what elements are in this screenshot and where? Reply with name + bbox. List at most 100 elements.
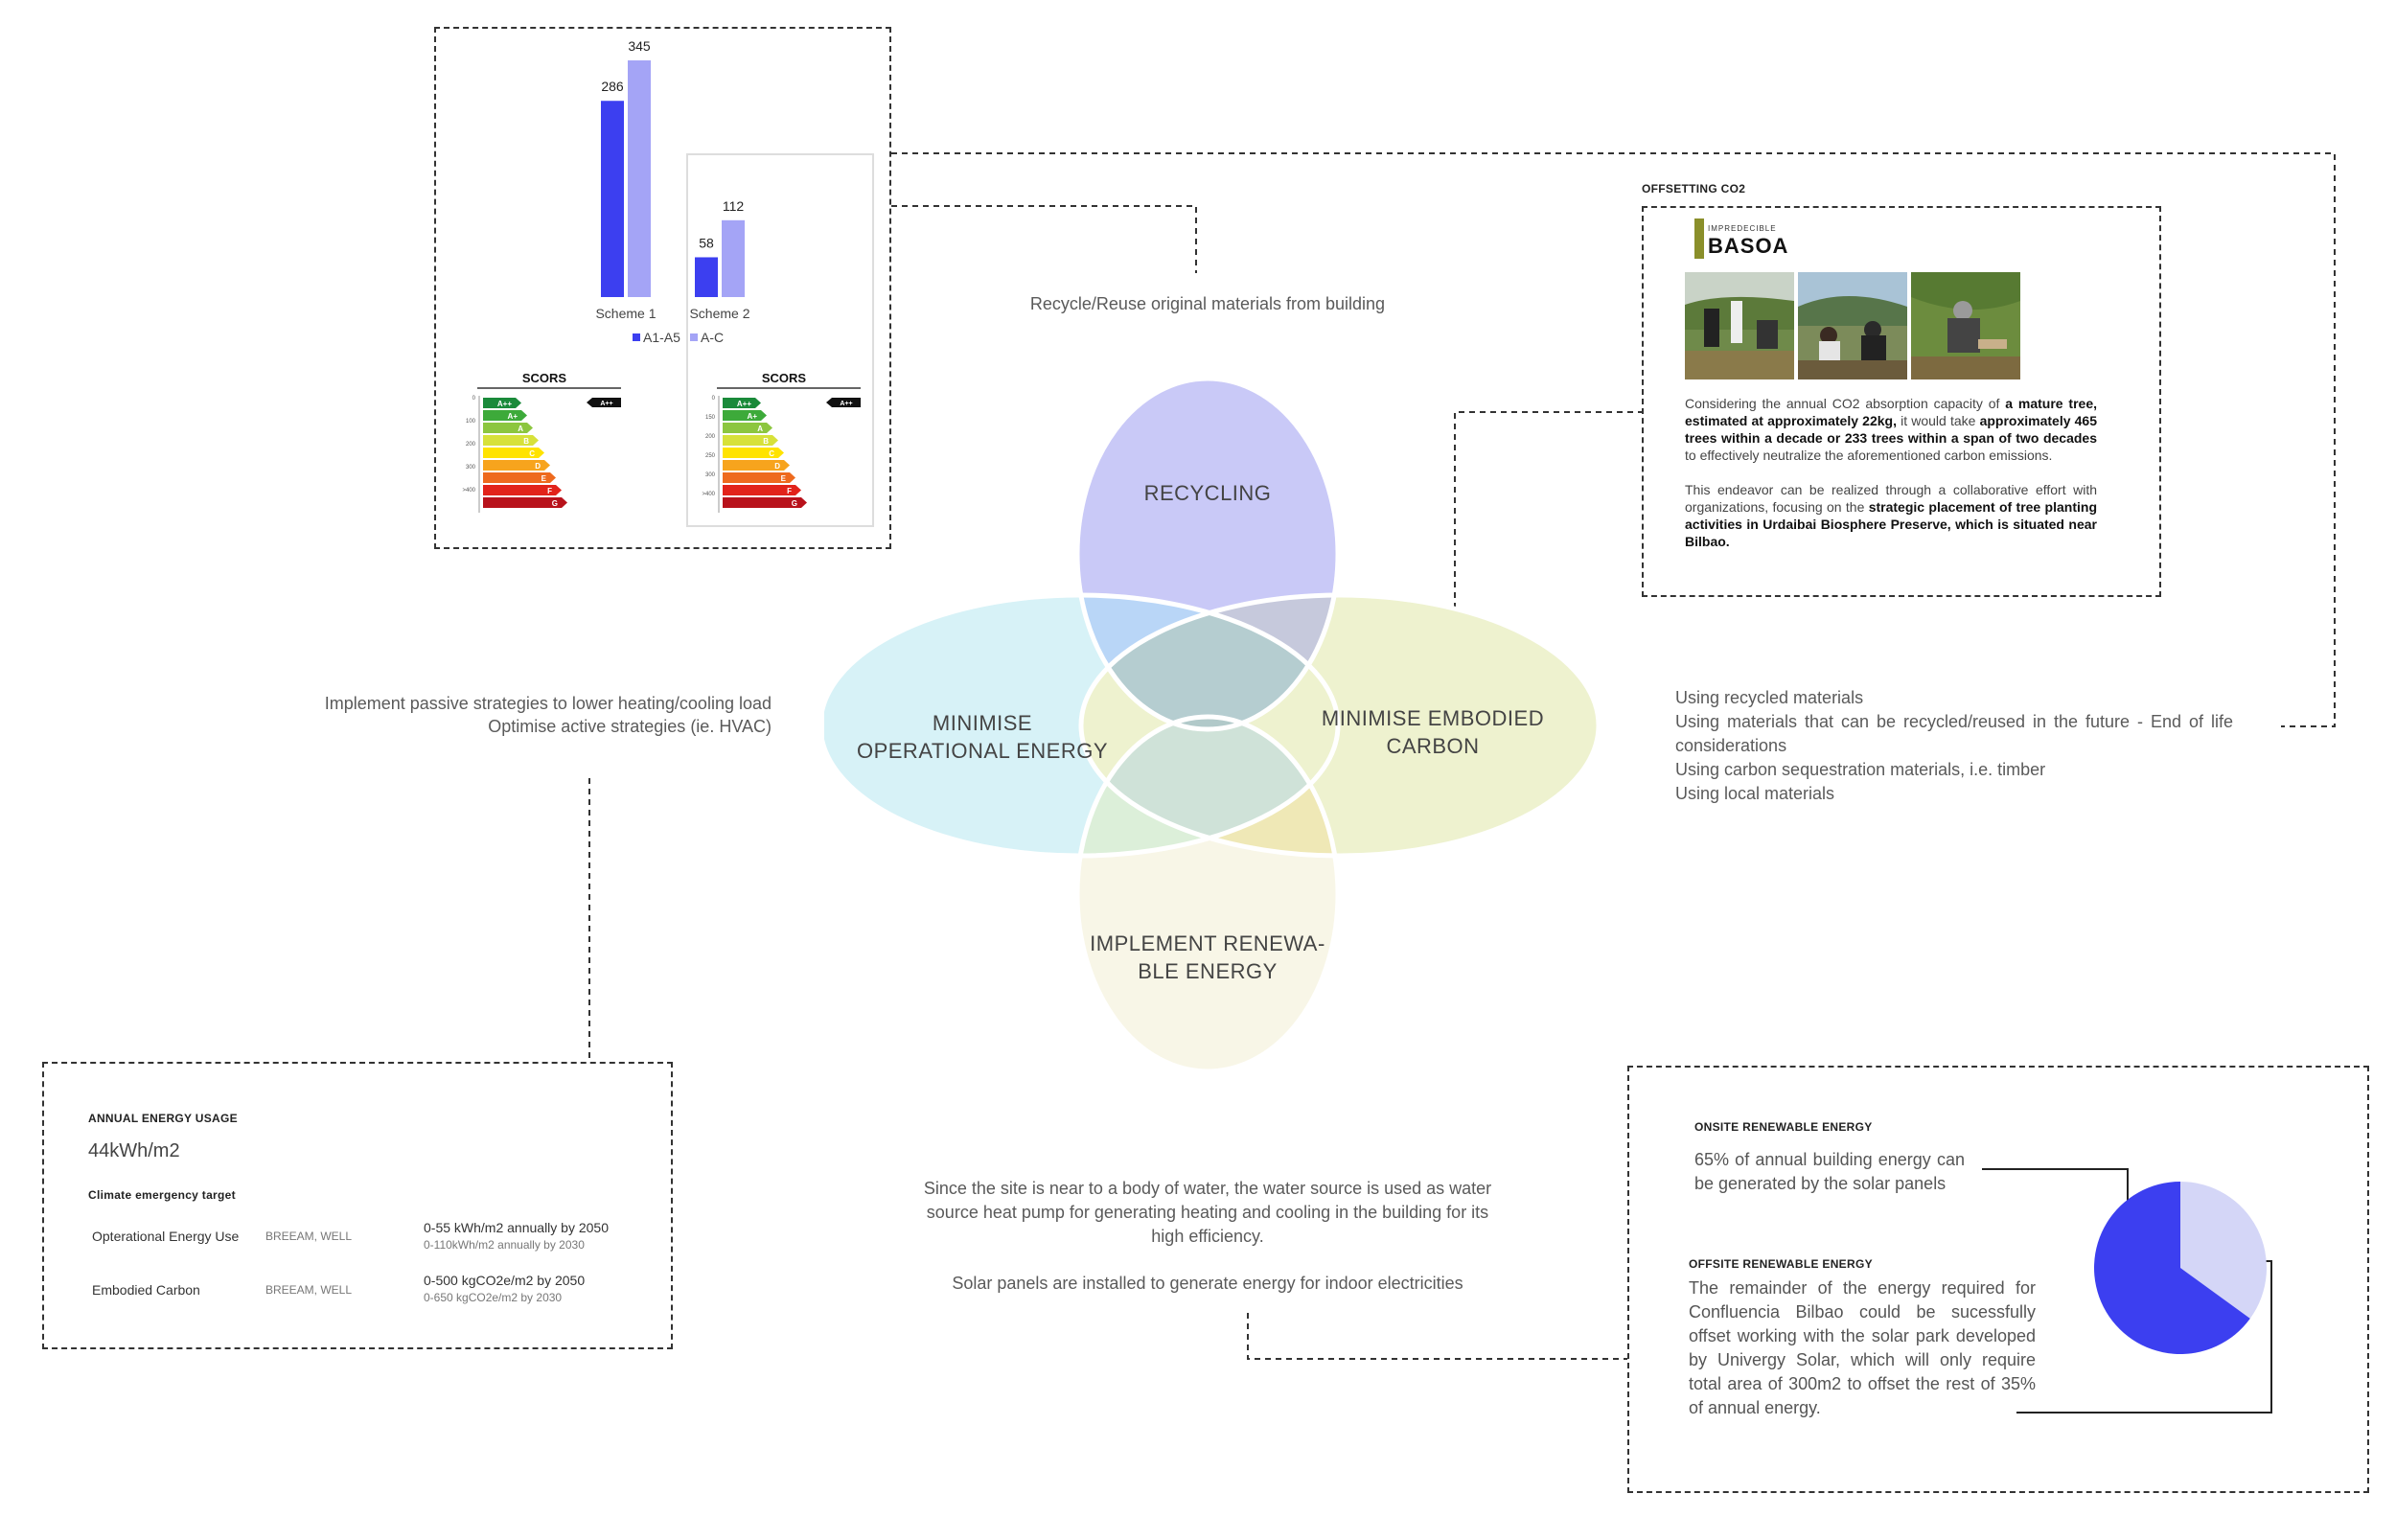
grade-bar-aplus: [483, 410, 527, 421]
note-embodied-line-3: Using carbon sequestration materials, i.…: [1675, 760, 2046, 779]
rating-tick-label: 0: [712, 396, 716, 402]
offset-p2-a: This endeavor can be realized through a …: [1685, 482, 2097, 515]
legend-label: A-C: [701, 330, 724, 345]
grade-bar-d: [483, 460, 550, 471]
grade-label: B: [763, 437, 769, 446]
grade-bar-f: [483, 485, 562, 495]
grade-label: B: [523, 437, 529, 446]
energy-row-2-2050: 0-500 kgCO2e/m2 by 2050: [424, 1273, 586, 1288]
rating-badge: [826, 398, 861, 407]
bar-value-label: 58: [699, 235, 714, 250]
renewable-pie-chart: [2094, 1182, 2267, 1354]
grade-bar-f: [723, 485, 801, 495]
offset-p2-b: strategic placement of tree planting act…: [1685, 499, 2097, 549]
rating-tick-label: 250: [705, 453, 716, 459]
legend-swatch-a-c: [690, 333, 698, 341]
note-renewable-line-1: Since the site is near to a body of wate…: [923, 1179, 1492, 1246]
grade-label: A+: [748, 412, 758, 421]
grade-bar-c: [483, 448, 544, 458]
grade-bar-a: [483, 423, 533, 433]
grade-bar-e: [723, 472, 795, 483]
category-label: Scheme 1: [595, 306, 656, 321]
grade-bar-aplus: [723, 410, 767, 421]
basoa-logo: IMPREDECIBLE BASOA: [1694, 218, 1809, 263]
embodied-carbon-chart-box: [434, 27, 891, 549]
note-embodied-line-2: Using materials that can be recycled/reu…: [1675, 712, 2233, 755]
venn-label-renewable: IMPLEMENT RENEWA- BLE ENERGY: [1090, 931, 1325, 983]
note-renewable: Since the site is near to a body of wate…: [920, 1177, 1495, 1296]
grade-bar-g: [483, 497, 567, 508]
grade-bar-a: [723, 423, 772, 433]
energy-value: 44kWh/m2: [88, 1140, 180, 1161]
grade-label: A: [518, 425, 523, 433]
leader-bottom: [1247, 1313, 1627, 1360]
energy-row-2-2030: 0-650 kgCO2e/m2 by 2030: [424, 1291, 563, 1304]
rating-badge: [587, 398, 621, 407]
grade-bar-c: [723, 448, 784, 458]
rating-tick-label: >400: [462, 488, 475, 494]
grade-label: A++: [497, 400, 512, 408]
grade-label: A+: [508, 412, 518, 421]
offsite-text: The remainder of the energy required for…: [1689, 1278, 2036, 1417]
grade-label: A++: [737, 400, 751, 408]
venn-label-embodied: MINIMISE EMBODIED CARBON: [1321, 706, 1545, 758]
note-embodied-line-4: Using local materials: [1675, 784, 1835, 803]
pie-slice-offsite: [2180, 1182, 2267, 1319]
energy-box: [42, 1062, 673, 1349]
rating-tick-label: 200: [466, 442, 476, 448]
grade-label: C: [769, 449, 774, 458]
rating-tick-label: 200: [705, 434, 716, 440]
rating-tick-label: 100: [466, 419, 476, 425]
venn-outline-embodied: [1078, 592, 1601, 859]
bar-scheme-2-a1-a5: [695, 257, 718, 297]
onsite-text: 65% of annual building energy can be gen…: [1694, 1150, 1965, 1193]
venn-label-recycling: RECYCLING: [1143, 481, 1272, 505]
rating-tick-label: 150: [705, 415, 716, 421]
note-recycle: Recycle/Reuse original materials from bu…: [1029, 294, 1386, 313]
grade-bar-d: [723, 460, 790, 471]
grade-label: F: [547, 487, 552, 495]
offset-p1-e: to effectively neutralize the aforementi…: [1685, 448, 2053, 463]
energy-heading: ANNUAL ENERGY USAGE: [88, 1112, 238, 1125]
rating-title: SCORS: [762, 371, 807, 385]
offset-paragraph-1: Considering the annual CO2 absorption ca…: [1685, 395, 2097, 464]
grade-label: E: [541, 474, 547, 483]
bar-value-label: 112: [723, 198, 745, 214]
grade-label: A: [757, 425, 763, 433]
leader-right-long: [891, 152, 2336, 727]
venn-center-bottom: [1081, 717, 1338, 856]
energy-row-1-standard: BREEAM, WELL: [265, 1230, 353, 1243]
grade-bar-b: [483, 435, 539, 446]
energy-row-2-standard: BREEAM, WELL: [265, 1283, 353, 1297]
basoa-logo-main: BASOA: [1708, 234, 1789, 258]
bar-value-label: 345: [628, 38, 651, 54]
leader-top: [891, 205, 1197, 273]
note-renewable-line-2: Solar panels are installed to generate e…: [952, 1274, 1463, 1293]
venn-label-operational: MINIMISE OPERATIONAL ENERGY: [856, 711, 1109, 763]
legend-swatch-a1-a5: [633, 333, 640, 341]
bar-scheme-1-a-c: [628, 60, 651, 297]
bar-value-label: 286: [601, 79, 624, 94]
bar-scheme-2-a-c: [722, 219, 745, 297]
pie-slice-onsite: [2094, 1182, 2250, 1354]
rating-tick-label: 0: [472, 396, 476, 402]
rating-title: SCORS: [522, 371, 567, 385]
tree-planting-photo-2: [1798, 272, 1907, 379]
grade-label: D: [774, 462, 780, 471]
note-operational-line-2: Optimise active strategies (ie. HVAC): [488, 717, 772, 736]
grade-bar-e: [483, 472, 556, 483]
grade-label: F: [787, 487, 792, 495]
tree-planting-photo-3: [1911, 272, 2020, 379]
offset-heading: OFFSETTING CO2: [1642, 182, 1746, 195]
legend-label: A1-A5: [643, 330, 680, 345]
note-operational: Implement passive strategies to lower he…: [220, 692, 772, 738]
renewable-box: [1627, 1066, 2369, 1493]
grade-bar-g: [723, 497, 807, 508]
venn-outline-recycling: [1074, 376, 1341, 732]
venn-outline-renewable: [1074, 714, 1341, 1074]
scheme-2-panel: [686, 153, 874, 527]
onsite-heading: ONSITE RENEWABLE ENERGY: [1694, 1120, 1873, 1134]
energy-row-1-label: Opterational Energy Use: [92, 1229, 240, 1244]
